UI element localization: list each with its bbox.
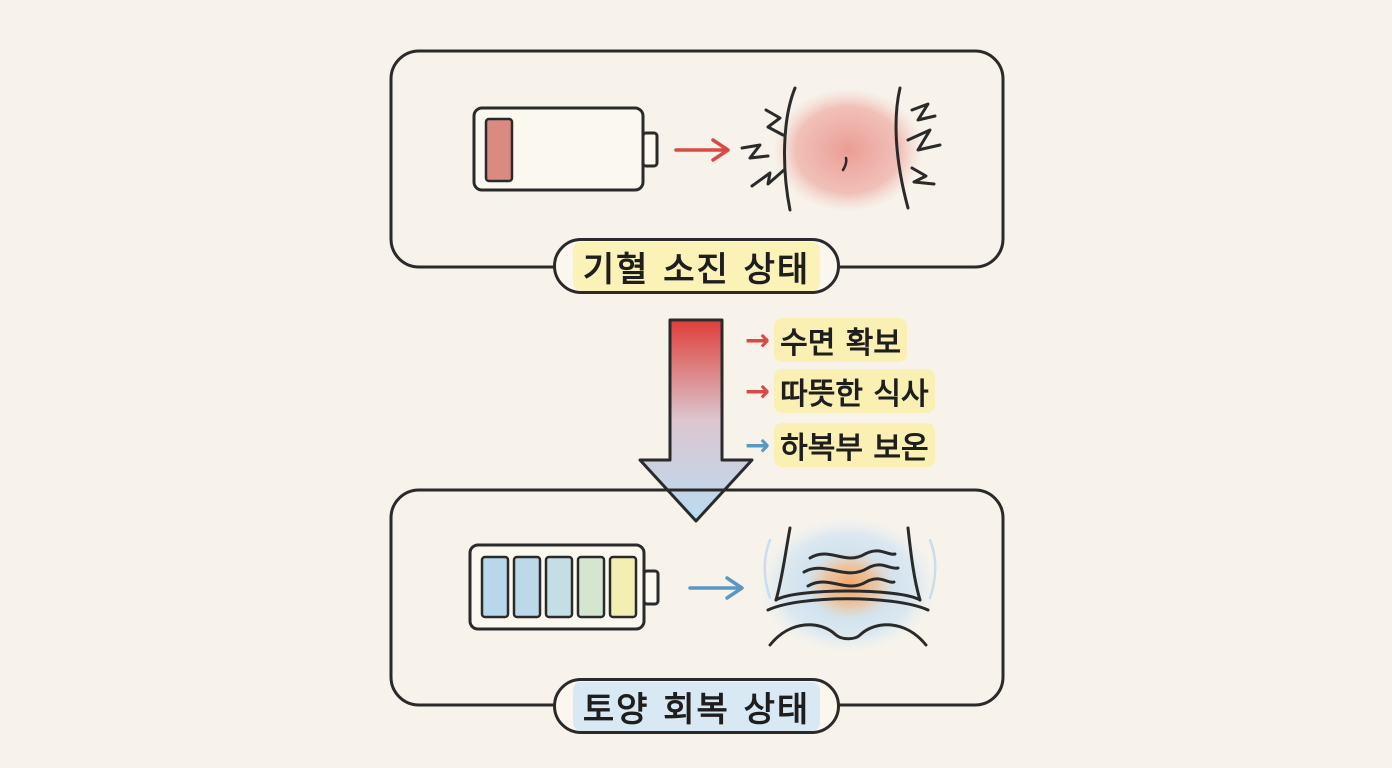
full-battery-icon	[468, 543, 660, 631]
abdomen-pain-icon	[740, 86, 942, 212]
restored-state-label: 토양 회복 상태	[553, 678, 840, 734]
remedy-text: 수면 확보	[774, 318, 907, 362]
remedy-item-sleep: → 수면 확보	[745, 318, 907, 362]
bottom-panel	[389, 488, 1005, 707]
remedy-text: 하복부 보온	[774, 423, 935, 467]
restored-state-text: 토양 회복 상태	[572, 681, 821, 731]
top-panel	[389, 49, 1005, 269]
depleted-state-label: 기혈 소진 상태	[553, 238, 840, 294]
right-arrow-icon: →	[745, 427, 771, 463]
remedy-item-lower-abdomen-warmth: → 하복부 보온	[745, 423, 935, 467]
right-arrow-icon: →	[745, 373, 771, 409]
warm-abdomen-icon	[758, 517, 938, 653]
right-arrow-icon	[688, 576, 744, 600]
remedy-item-warm-meal: → 따뜻한 식사	[745, 369, 935, 413]
depleted-state-text: 기혈 소진 상태	[572, 241, 821, 291]
remedy-text: 따뜻한 식사	[774, 369, 935, 413]
low-battery-icon	[472, 106, 659, 192]
right-arrow-icon	[674, 138, 730, 162]
right-arrow-icon: →	[745, 322, 771, 358]
